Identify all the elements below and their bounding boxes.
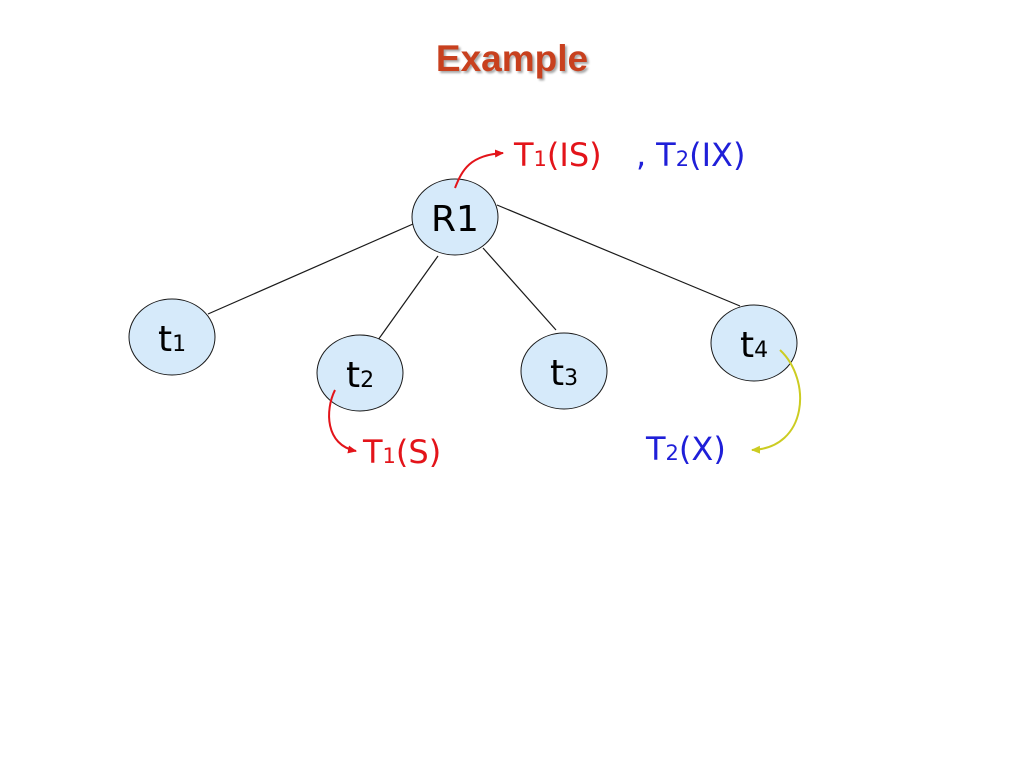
lock-label-r1-t1: T1(IS) (513, 136, 602, 174)
node-t3-label: t3 (550, 353, 578, 394)
node-t4-label: t4 (740, 325, 768, 366)
arrow-t2-to-t1-lock (328, 389, 357, 454)
arrow-r1-to-t1-lock (454, 149, 504, 189)
lock-label-t4-t2: T2(X) (645, 430, 726, 468)
node-t3: t3 (520, 332, 608, 410)
node-r1: R1 (411, 178, 499, 256)
slide-title: Example (435, 38, 589, 79)
node-t2-label: t2 (346, 355, 374, 396)
arrow-t4-to-t2-lock (751, 349, 802, 454)
edge-r1-t2 (377, 255, 439, 341)
node-t4: t4 (710, 304, 798, 382)
lock-label-r1-t2: ,T2(IX) (636, 136, 745, 174)
edge-r1-t3 (482, 247, 557, 331)
lock-label-t2-t1: T1(S) (362, 433, 441, 471)
edge-r1-t4 (496, 204, 741, 307)
node-t1: t1 (128, 298, 216, 376)
node-r1-label: R1 (431, 199, 479, 240)
node-t2: t2 (316, 334, 404, 412)
node-t1-label: t1 (158, 319, 186, 360)
edge-r1-t1 (207, 223, 414, 315)
